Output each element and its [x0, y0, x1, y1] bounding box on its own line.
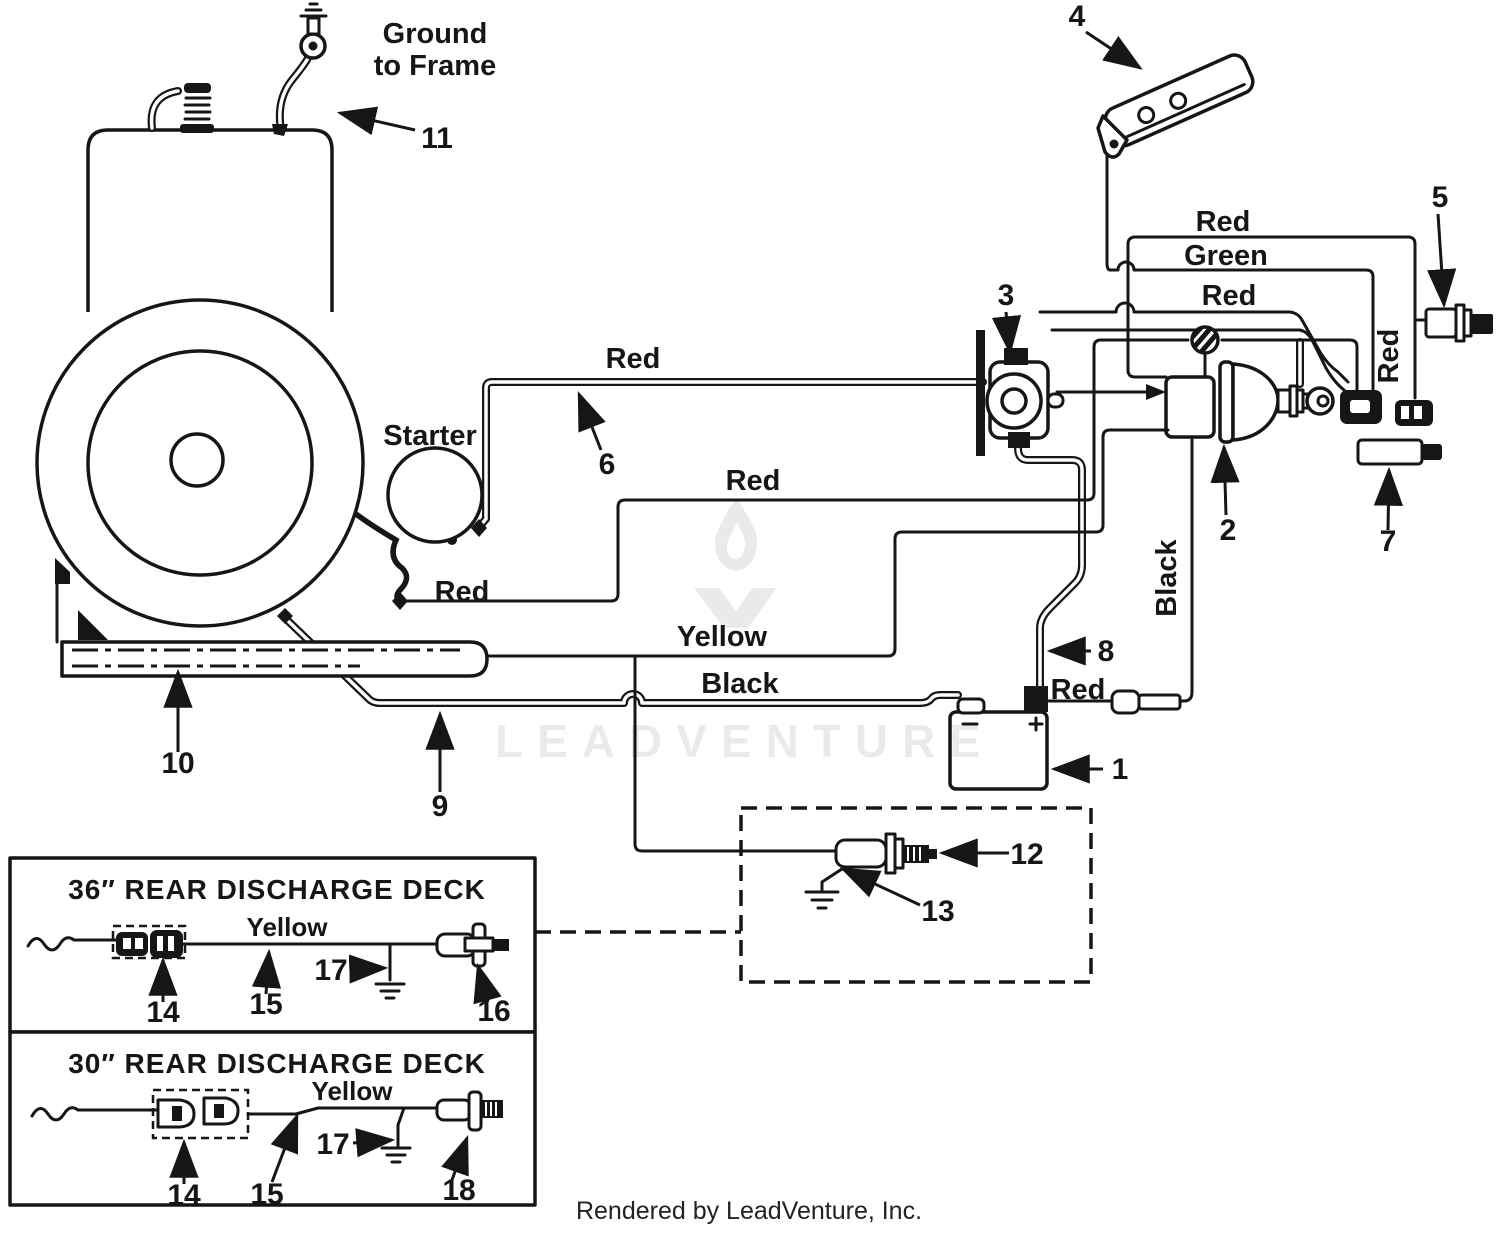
wire-junction [1190, 325, 1220, 355]
callout-11: 11 [421, 122, 453, 155]
engine [35, 2, 489, 678]
wire-label-red-top: Red [606, 343, 661, 375]
wire-label-black-vertical: Black [1151, 538, 1183, 616]
leadventure-flame-logo [694, 498, 777, 628]
wire-terminal [392, 592, 408, 610]
deck-36-panel: 36″ REAR DISCHARGE DECK Yellow 17 14 15 … [8, 856, 537, 1034]
wire-label-green: Green [1184, 240, 1268, 272]
callout-12: 12 [1010, 838, 1043, 871]
deck-36-title: 36″ REAR DISCHARGE DECK [68, 874, 486, 905]
wire-label-black: Black [701, 668, 779, 700]
callout-14-36: 14 [146, 996, 180, 1029]
callout-1: 1 [1112, 753, 1129, 786]
watermark: LEADVENTURE [495, 498, 994, 767]
callout-17-30: 17 [316, 1128, 349, 1161]
fuse-7 [1356, 438, 1442, 466]
callout-9: 9 [432, 790, 449, 823]
wire-label-red-right-top: Red [1196, 206, 1251, 238]
deck-30-title: 30″ REAR DISCHARGE DECK [68, 1048, 486, 1079]
wire-label-yellow: Yellow [677, 621, 768, 653]
callout-16: 16 [477, 995, 510, 1028]
callout-15-30: 15 [250, 1178, 283, 1211]
interlock-connector-block [1164, 375, 1216, 439]
callout-17-36: 17 [314, 954, 347, 987]
callout-8: 8 [1098, 635, 1115, 668]
callout-7: 7 [1380, 525, 1397, 558]
wiring-harness [277, 151, 1428, 853]
wire-label-red-mid: Red [726, 465, 781, 497]
ground-note-line1: Ground [383, 18, 488, 50]
wire-label-red-low: Red [435, 576, 490, 608]
battery-neg-terminal [956, 697, 986, 715]
plug-connector-left [1340, 390, 1382, 424]
deck-36-switch-16 [435, 922, 509, 968]
callout-2: 2 [1220, 514, 1237, 547]
spark-plug-lead [147, 83, 214, 133]
callouts: 11 4 5 6 3 2 7 1 8 9 10 12 13 [161, 0, 1457, 928]
deck-30-panel: 30″ REAR DISCHARGE DECK Yellow 17 14 15 … [8, 1030, 537, 1212]
callout-10: 10 [161, 747, 194, 780]
ground-note-line2: to Frame [374, 50, 496, 82]
footer-credit: Rendered by LeadVenture, Inc. [576, 1197, 922, 1225]
watermark-text: LEADVENTURE [495, 715, 994, 767]
wire-label-red-battery: Red [1051, 674, 1106, 706]
optional-switch-box [535, 806, 1093, 984]
interlock-switch-12 [834, 832, 937, 875]
callout-15-36: 15 [249, 988, 282, 1021]
engine-base-plate [55, 558, 489, 678]
callout-5: 5 [1432, 181, 1449, 214]
callout-6: 6 [599, 448, 616, 481]
deck-36-yellow-label: Yellow [247, 912, 329, 942]
callout-4: 4 [1069, 0, 1086, 33]
ground-strap [272, 2, 328, 136]
ignition-key-switch [1218, 360, 1335, 444]
deck-30-yellow-label: Yellow [312, 1076, 394, 1106]
starter-label: Starter [383, 420, 477, 452]
ground-to-frame-note: Ground to Frame [374, 18, 496, 82]
starter-solenoid [976, 330, 1065, 456]
wire-color-labels: Red Red Red Yellow Black Red Green Red R… [435, 206, 1405, 706]
wire-terminal [471, 519, 487, 537]
callout-3: 3 [998, 279, 1015, 312]
callout-13: 13 [921, 895, 954, 928]
callout-18: 18 [442, 1174, 475, 1207]
battery-pos-terminal [1024, 686, 1048, 712]
wire-label-red-right-mid: Red [1202, 280, 1257, 312]
wire-terminal [277, 608, 293, 624]
mounting-bracket [1096, 53, 1255, 159]
callout-14-30: 14 [167, 1179, 201, 1212]
plug-connector-right [1395, 400, 1433, 426]
ground-symbol-13 [804, 865, 847, 910]
inline-fuse-holder [1110, 689, 1182, 715]
battery [948, 686, 1049, 791]
deck-30-switch-18 [435, 1090, 503, 1132]
wire-label-red-vertical: Red [1373, 329, 1405, 384]
starter-motor: Starter [383, 420, 484, 544]
safety-switch-5 [1424, 303, 1493, 343]
